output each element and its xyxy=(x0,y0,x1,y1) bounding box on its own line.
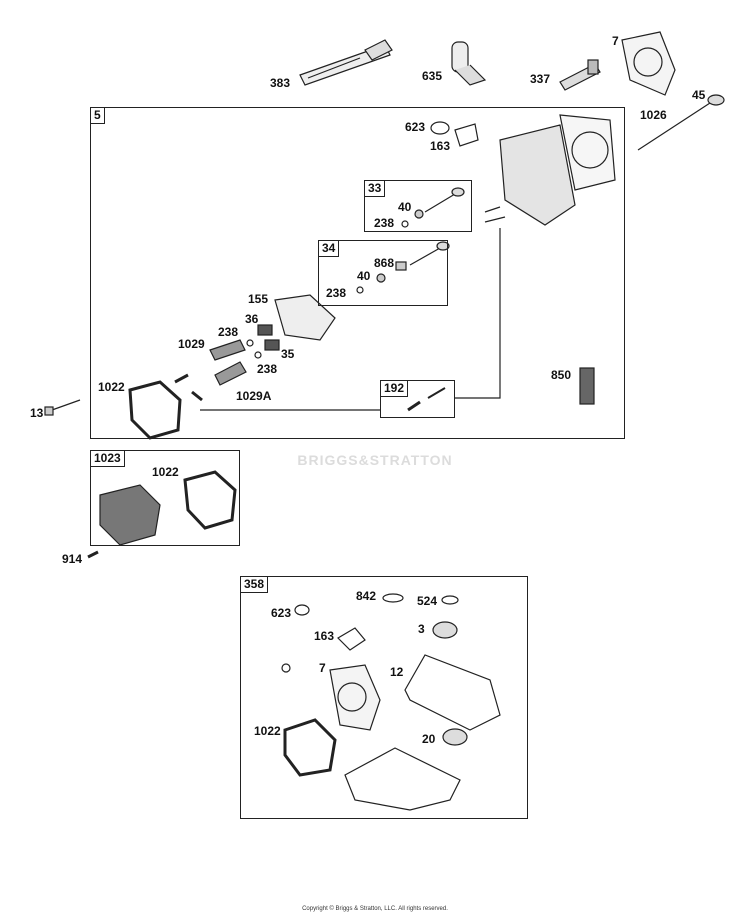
label-1022-b: 1022 xyxy=(152,465,179,479)
part-springs xyxy=(246,324,280,359)
label-36: 36 xyxy=(245,312,259,326)
label-40-a: 40 xyxy=(398,200,412,214)
group-tag-33: 33 xyxy=(364,180,386,197)
group-tag-34: 34 xyxy=(318,240,340,257)
part-914-screw xyxy=(87,550,99,559)
label-3: 3 xyxy=(418,622,425,636)
part-valve-exhaust xyxy=(356,241,450,294)
label-238-a: 238 xyxy=(374,216,395,230)
group-tag-1023: 1023 xyxy=(90,450,125,467)
label-163-b: 163 xyxy=(314,629,335,643)
label-383: 383 xyxy=(270,76,291,90)
part-13-bolt xyxy=(44,399,81,416)
label-623-a: 623 xyxy=(405,120,426,134)
label-238-d: 238 xyxy=(257,362,278,376)
label-1029: 1029 xyxy=(178,337,205,351)
part-1023-valve-cover xyxy=(99,470,237,546)
part-1029-rocker-arms xyxy=(209,339,247,386)
label-238-c: 238 xyxy=(218,325,239,339)
label-1026: 1026 xyxy=(640,108,667,122)
label-155: 155 xyxy=(248,292,269,306)
group-box-1023 xyxy=(90,450,240,546)
group-box-33 xyxy=(364,180,472,232)
group-box-34 xyxy=(318,240,448,306)
part-valve-intake xyxy=(401,187,465,228)
label-20: 20 xyxy=(422,732,436,746)
group-tag-192: 192 xyxy=(380,380,409,397)
group-box-358 xyxy=(240,576,528,819)
part-bolts xyxy=(174,373,446,412)
group-box-5 xyxy=(90,107,625,439)
label-337: 337 xyxy=(530,72,551,86)
label-45: 45 xyxy=(692,88,706,102)
part-45-1026-valve-push-rod xyxy=(637,94,725,151)
label-163-a: 163 xyxy=(430,139,451,153)
label-635: 635 xyxy=(422,69,443,83)
group-tag-358: 358 xyxy=(240,576,269,593)
label-1022-a: 1022 xyxy=(98,380,125,394)
label-238-b: 238 xyxy=(326,286,347,300)
label-868: 868 xyxy=(374,256,395,270)
part-studs xyxy=(484,206,506,223)
label-13: 13 xyxy=(30,406,44,420)
copyright-notice: Copyright © Briggs & Stratton, LLC. All … xyxy=(302,906,448,912)
part-635-spark-plug-boot xyxy=(451,41,487,86)
brand-watermark: BRIGGS&STRATTON xyxy=(297,452,453,468)
label-1022-c: 1022 xyxy=(254,724,281,738)
label-524: 524 xyxy=(417,594,438,608)
label-842: 842 xyxy=(356,589,377,603)
label-7-top: 7 xyxy=(612,34,619,48)
label-12: 12 xyxy=(390,665,404,679)
part-383-tool xyxy=(299,39,393,86)
group-box-192 xyxy=(380,380,455,418)
part-7-head-gasket xyxy=(621,31,676,96)
label-914: 914 xyxy=(62,552,83,566)
part-1022-cover-gasket xyxy=(128,380,182,440)
label-7-b: 7 xyxy=(319,661,326,675)
part-337-spark-plug xyxy=(559,59,601,91)
part-155-rocker-plate xyxy=(274,294,336,341)
leader-lines xyxy=(200,228,501,411)
part-850-sealant-tube xyxy=(579,367,595,405)
label-623-b: 623 xyxy=(271,606,292,620)
part-358-gasket-set xyxy=(281,593,501,811)
group-tag-5: 5 xyxy=(90,107,105,124)
label-35: 35 xyxy=(281,347,295,361)
label-40-b: 40 xyxy=(357,269,371,283)
part-cylinder-head xyxy=(430,114,616,226)
label-850: 850 xyxy=(551,368,572,382)
label-1029a: 1029A xyxy=(236,389,272,403)
